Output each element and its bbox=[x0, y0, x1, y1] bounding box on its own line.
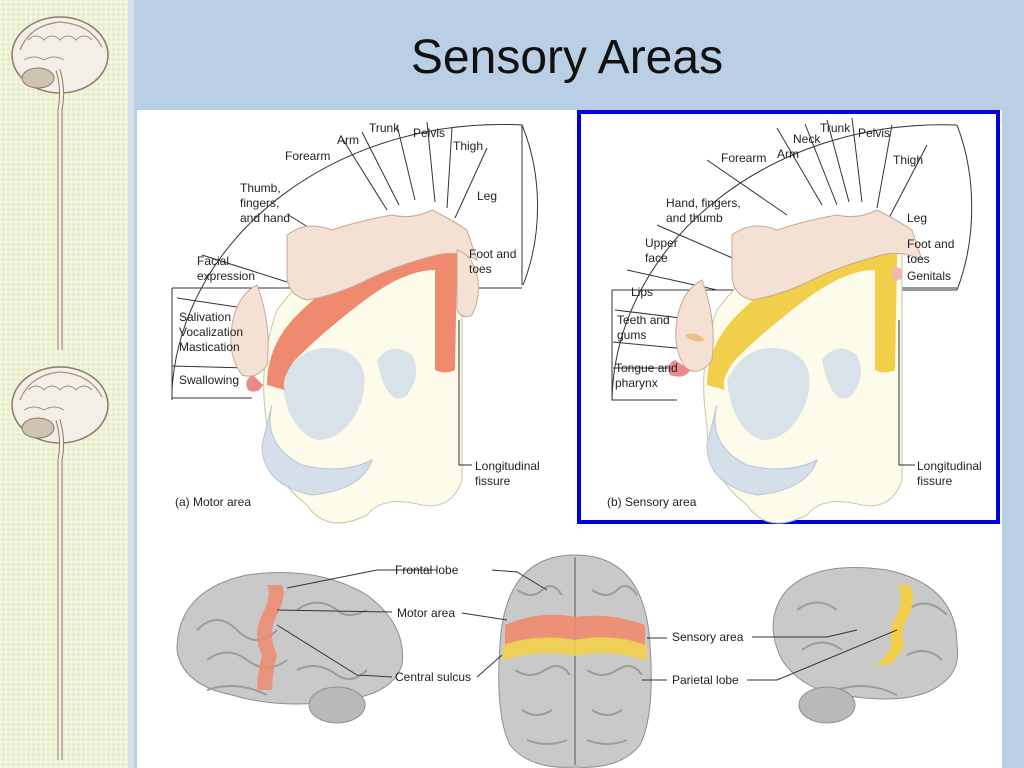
sensory-fissure-label-2: fissure bbox=[917, 474, 953, 488]
superior-sensory-strip bbox=[503, 637, 647, 661]
lateral-brain-right bbox=[772, 567, 959, 724]
motor-label-trunk: Trunk bbox=[369, 121, 400, 135]
central-sulcus-label: Central sulcus bbox=[395, 670, 471, 684]
sensory-label-upper-face-1: Upper bbox=[645, 236, 678, 250]
sensory-label-pelvis: Pelvis bbox=[858, 126, 890, 140]
brain-icon-bottom bbox=[11, 366, 109, 760]
sensory-fissure-label-1: Longitudinal bbox=[917, 459, 982, 473]
motor-label-hand-2: fingers, bbox=[240, 196, 279, 210]
lateral-sensory-strip bbox=[877, 585, 913, 665]
leader-lines bbox=[276, 569, 898, 681]
brain-spinal-cord-illustration bbox=[11, 16, 109, 760]
motor-label-hand-3: and hand bbox=[240, 211, 290, 225]
cortex-figure: Trunk Arm Pelvis Forearm Thigh Leg Thumb… bbox=[137, 110, 1002, 768]
motor-label-forearm: Forearm bbox=[285, 149, 330, 163]
motor-label-swallow: Swallowing bbox=[179, 373, 239, 387]
motor-label-foot-2: toes bbox=[469, 262, 492, 276]
motor-fissure-label-2: fissure bbox=[475, 474, 511, 488]
sensory-label-forearm: Forearm bbox=[721, 151, 766, 165]
superior-motor-strip bbox=[505, 614, 645, 645]
sensory-label-tongue-1: Tongue and bbox=[615, 361, 678, 375]
sensory-label-arm: Arm bbox=[777, 147, 799, 161]
motor-panel-caption: (a) Motor area bbox=[175, 495, 251, 509]
sensory-panel: Trunk Neck Arm Pelvis Forearm Thigh Hand… bbox=[577, 110, 1000, 524]
motor-label-foot-1: Foot and bbox=[469, 247, 516, 261]
motor-label-pelvis: Pelvis bbox=[413, 126, 445, 140]
motor-label-mouth-3: Mastication bbox=[179, 340, 240, 354]
motor-label-leg: Leg bbox=[477, 189, 497, 203]
motor-fissure-label-1: Longitudinal bbox=[475, 459, 540, 473]
lateral-brain-left bbox=[176, 572, 404, 724]
sensory-label-neck: Neck bbox=[793, 132, 821, 146]
frontal-lobe-label: Frontal lobe bbox=[395, 563, 459, 577]
homunculus-diagram: Trunk Arm Pelvis Forearm Thigh Leg Thumb… bbox=[171, 110, 1000, 768]
sensory-area-label: Sensory area bbox=[672, 630, 744, 644]
sensory-label-teeth-2: gums bbox=[617, 328, 646, 342]
sensory-panel-caption: (b) Sensory area bbox=[607, 495, 697, 509]
motor-label-face-1: Facial bbox=[197, 254, 229, 268]
decorative-side-strip bbox=[0, 0, 128, 768]
brain-icon-top bbox=[11, 16, 109, 350]
motor-panel: Trunk Arm Pelvis Forearm Thigh Leg Thumb… bbox=[171, 121, 540, 524]
parietal-lobe-label: Parietal lobe bbox=[672, 673, 739, 687]
superior-brain-view bbox=[498, 554, 652, 768]
sensory-label-foot-1: Foot and bbox=[907, 237, 954, 251]
motor-label-mouth-2: Vocalization bbox=[179, 325, 243, 339]
slide-title: Sensory Areas bbox=[410, 31, 724, 84]
sensory-label-teeth-1: Teeth and bbox=[617, 313, 670, 327]
sensory-label-hand-2: and thumb bbox=[666, 211, 723, 225]
motor-label-face-2: expression bbox=[197, 269, 255, 283]
sensory-label-hand-1: Hand, fingers, bbox=[666, 196, 741, 210]
motor-area-label: Motor area bbox=[397, 606, 455, 620]
motor-label-arm: Arm bbox=[337, 133, 359, 147]
sensory-label-lips: Lips bbox=[631, 285, 653, 299]
sensory-label-foot-2: toes bbox=[907, 252, 930, 266]
strip-divider bbox=[128, 0, 134, 768]
sensory-label-upper-face-2: face bbox=[645, 251, 668, 265]
motor-label-mouth-1: Salivation bbox=[179, 310, 231, 324]
lateral-motor-strip bbox=[257, 585, 284, 690]
sensory-label-trunk: Trunk bbox=[820, 121, 851, 135]
sensory-label-genitals: Genitals bbox=[907, 269, 951, 283]
sensory-label-tongue-2: pharynx bbox=[615, 376, 658, 390]
motor-label-thigh: Thigh bbox=[453, 139, 483, 153]
sensory-label-thigh: Thigh bbox=[893, 153, 923, 167]
motor-label-hand-1: Thumb, bbox=[240, 181, 281, 195]
sensory-label-leg: Leg bbox=[907, 211, 927, 225]
